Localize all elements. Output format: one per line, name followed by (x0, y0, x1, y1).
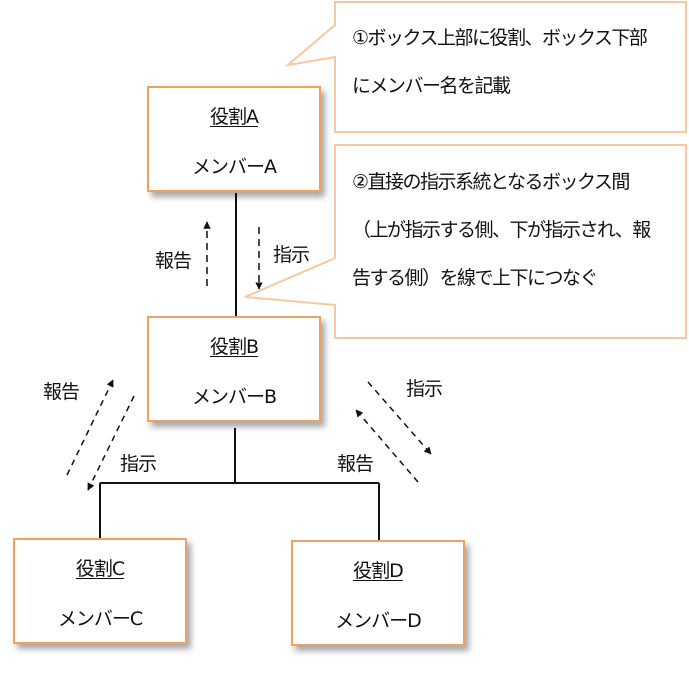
role-label: 役割A (210, 106, 259, 128)
label-report-b-c: 報告 (43, 381, 80, 403)
callout-2-line-2: （上が指示する側、下が指示され、報 (352, 219, 651, 241)
callout-2-line-3: 告する側）を線で上下につなぐ (352, 267, 599, 289)
role-box-b[interactable]: 役割B メンバーB (147, 316, 321, 422)
role-label: 役割C (75, 558, 125, 580)
callout-2-shape (244, 144, 687, 339)
callout-2-text: ②直接の指示系統となるボックス間 （上が指示する側、下が指示され、報 告する側）… (352, 158, 651, 302)
label-instruct-a-b: 指示 (273, 244, 310, 266)
role-box-a[interactable]: 役割A メンバーA (147, 86, 321, 192)
label-report-b-d: 報告 (337, 453, 374, 475)
callout-1-line-1: ①ボックス上部に役割、ボックス下部 (352, 27, 648, 49)
member-label: メンバーD (335, 610, 422, 632)
callout-2-line-1: ②直接の指示系統となるボックス間 (352, 171, 630, 193)
member-label: メンバーB (191, 386, 277, 408)
role-box-c[interactable]: 役割C メンバーC (13, 538, 187, 644)
label-instruct-b-c: 指示 (120, 453, 157, 475)
callout-1-text: ①ボックス上部に役割、ボックス下部 にメンバー名を記載 (352, 14, 648, 110)
label-report-a-b: 報告 (155, 250, 192, 272)
member-label: メンバーC (57, 608, 143, 630)
callout-1-shape (284, 1, 687, 133)
arrow-instruct-b-d (367, 381, 432, 455)
member-label: メンバーA (192, 156, 277, 178)
role-label: 役割D (353, 560, 404, 582)
role-label: 役割B (209, 336, 259, 358)
arrow-report-b-d (355, 409, 419, 483)
callout-1-line-2: にメンバー名を記載 (352, 75, 511, 97)
role-box-d[interactable]: 役割D メンバーD (291, 540, 465, 646)
label-instruct-b-d: 指示 (406, 378, 443, 400)
